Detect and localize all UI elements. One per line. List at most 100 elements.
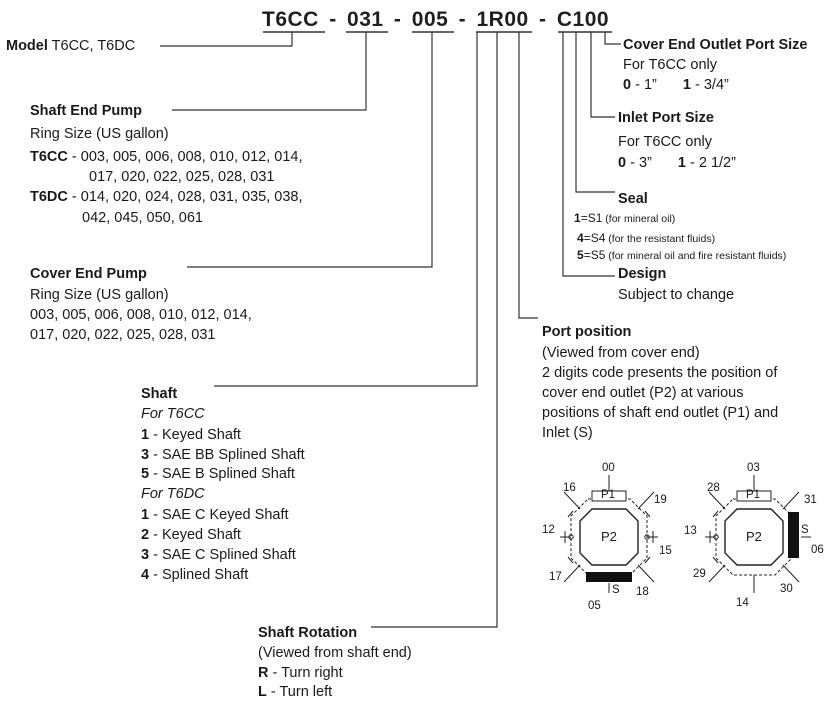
cover-outlet-options: 0 - 1” 1 - 3/4” bbox=[623, 77, 729, 94]
pos-label: 30 bbox=[780, 583, 793, 595]
shaft-rotation-title: Shaft Rotation bbox=[258, 625, 358, 641]
seal-code: 4 bbox=[577, 231, 584, 245]
seal-eq: =S4 bbox=[583, 231, 606, 245]
t6cc-label: T6CC bbox=[30, 149, 68, 165]
inlet-port-note: For T6CC only bbox=[618, 134, 713, 150]
shaft-option-text: - Keyed Shaft bbox=[149, 527, 241, 543]
rotation-code: L bbox=[258, 684, 267, 700]
port-diagram-right: P1 P2 S 03 28 31 13 06 29 14 30 bbox=[684, 462, 824, 609]
port-position-subtitle: (Viewed from cover end) bbox=[542, 345, 700, 361]
rotation-option: L - Turn left bbox=[258, 684, 332, 701]
cover-end-pump-title: Cover End Pump bbox=[30, 266, 147, 282]
seal-option: 5=S5 (for mineral oil and fire resistant… bbox=[577, 249, 786, 262]
shaft-option: 3 - SAE BB Splined Shaft bbox=[141, 447, 305, 464]
rotation-code: R bbox=[258, 665, 269, 681]
t6dc-sizes-1: - 014, 020, 024, 028, 031, 035, 038, bbox=[67, 189, 303, 205]
code-dash: - bbox=[458, 8, 467, 31]
shaft-option-text: - SAE C Splined Shaft bbox=[149, 547, 296, 563]
seal-note: (for mineral oil) bbox=[602, 213, 676, 225]
pos-label: 00 bbox=[602, 462, 615, 474]
cover-outlet-code: 1 bbox=[682, 77, 691, 93]
shaft-option-code: 3 bbox=[141, 447, 150, 463]
shaft-option-text: - SAE C Keyed Shaft bbox=[149, 507, 289, 523]
shaft-option: 1 - SAE C Keyed Shaft bbox=[141, 507, 289, 524]
inlet-port-bar bbox=[586, 572, 632, 582]
seal-eq: =S1 bbox=[580, 211, 603, 225]
shaft-option-code: 1 bbox=[141, 427, 150, 443]
pos-label: 03 bbox=[747, 462, 760, 474]
model-row: Model T6CC, T6DC bbox=[6, 38, 135, 55]
code-shaft-rotation-port: 1R00 bbox=[476, 8, 529, 31]
shaft-t6cc-head: For T6CC bbox=[141, 406, 205, 422]
shaft-title: Shaft bbox=[141, 386, 178, 402]
code-seal-ports: C100 bbox=[556, 8, 610, 31]
cover-outlet-text: - 1” bbox=[631, 77, 657, 93]
shaft-option-code: 4 bbox=[141, 567, 150, 583]
s-label: S bbox=[612, 584, 620, 596]
inlet-code: 1 bbox=[677, 155, 686, 171]
cover-end-sizes-1: 003, 005, 006, 008, 010, 012, 014, bbox=[30, 307, 252, 323]
shaft-option: 2 - Keyed Shaft bbox=[141, 527, 241, 544]
cover-end-sizes-2: 017, 020, 022, 025, 028, 031 bbox=[30, 327, 216, 343]
shaft-option-text: - SAE B Splined Shaft bbox=[149, 466, 295, 482]
cover-outlet-note: For T6CC only bbox=[623, 57, 718, 73]
shaft-option-text: - Keyed Shaft bbox=[149, 427, 241, 443]
shaft-end-pump-subtitle: Ring Size (US gallon) bbox=[30, 126, 169, 142]
pos-label: 29 bbox=[693, 568, 706, 580]
inlet-port-bar bbox=[788, 512, 799, 558]
p1-label: P1 bbox=[601, 489, 615, 501]
shaft-option-text: - Splined Shaft bbox=[149, 567, 249, 583]
pos-label: 14 bbox=[736, 597, 749, 609]
rotation-text: - Turn left bbox=[266, 684, 333, 700]
port-diagram-left: P1 P2 S 00 16 19 12 15 17 05 18 bbox=[542, 462, 672, 612]
inlet-text: - 3” bbox=[626, 155, 652, 171]
code-series: T6CC bbox=[262, 8, 319, 31]
seal-option: 4=S4 (for the resistant fluids) bbox=[577, 232, 715, 245]
model-label: Model bbox=[6, 38, 48, 54]
seal-eq: =S5 bbox=[583, 248, 606, 262]
rotation-option: R - Turn right bbox=[258, 665, 343, 682]
t6dc-sizes-2: 042, 045, 050, 061 bbox=[82, 210, 203, 226]
shaft-rotation-subtitle: (Viewed from shaft end) bbox=[258, 645, 412, 661]
seal-title: Seal bbox=[618, 191, 648, 207]
seal-note: (for mineral oil and fire resistant flui… bbox=[605, 250, 787, 262]
rotation-text: - Turn right bbox=[268, 665, 343, 681]
port-position-desc: Inlet (S) bbox=[542, 425, 593, 441]
shaft-option-code: 2 bbox=[141, 527, 150, 543]
model-value: T6CC, T6DC bbox=[47, 38, 136, 54]
port-position-title: Port position bbox=[542, 324, 632, 340]
t6dc-label: T6DC bbox=[30, 189, 68, 205]
pos-label: 31 bbox=[804, 494, 817, 506]
shaft-end-t6dc-line1: T6DC - 014, 020, 024, 028, 031, 035, 038… bbox=[30, 189, 302, 206]
pos-label: 28 bbox=[707, 482, 720, 494]
pos-label: 18 bbox=[636, 586, 649, 598]
pos-label: 13 bbox=[684, 525, 697, 537]
cover-outlet-text: - 3/4” bbox=[690, 77, 729, 93]
cover-outlet-code: 0 bbox=[623, 77, 632, 93]
p2-label: P2 bbox=[746, 529, 762, 544]
seal-code: 5 bbox=[577, 248, 584, 262]
inlet-port-options: 0 - 3” 1 - 2 1/2” bbox=[618, 155, 736, 172]
code-dash: - bbox=[393, 8, 402, 31]
seal-option: 1=S1 (for mineral oil) bbox=[574, 212, 675, 225]
design-text: Subject to change bbox=[618, 287, 735, 303]
port-position-desc: positions of shaft end outlet (P1) and bbox=[542, 405, 779, 421]
shaft-end-pump-title: Shaft End Pump bbox=[30, 103, 142, 119]
shaft-end-t6cc-line1: T6CC - 003, 005, 006, 008, 010, 012, 014… bbox=[30, 149, 302, 166]
pos-label: 12 bbox=[542, 524, 555, 536]
pos-label: 06 bbox=[811, 544, 824, 556]
t6cc-sizes-1: - 003, 005, 006, 008, 010, 012, 014, bbox=[67, 149, 303, 165]
inlet-port-title: Inlet Port Size bbox=[618, 110, 714, 126]
shaft-option: 3 - SAE C Splined Shaft bbox=[141, 547, 296, 564]
model-code: T6CC - 031 - 005 - 1R00 - C100 bbox=[262, 8, 609, 32]
shaft-option: 1 - Keyed Shaft bbox=[141, 427, 241, 444]
pos-label: 16 bbox=[563, 482, 576, 494]
shaft-option: 5 - SAE B Splined Shaft bbox=[141, 466, 295, 483]
cover-outlet-title: Cover End Outlet Port Size bbox=[623, 37, 808, 53]
cover-end-pump-subtitle: Ring Size (US gallon) bbox=[30, 287, 169, 303]
p1-label: P1 bbox=[746, 489, 760, 501]
inlet-code: 0 bbox=[618, 155, 627, 171]
seal-note: (for the resistant fluids) bbox=[605, 233, 716, 245]
shaft-t6dc-head: For T6DC bbox=[141, 486, 205, 502]
